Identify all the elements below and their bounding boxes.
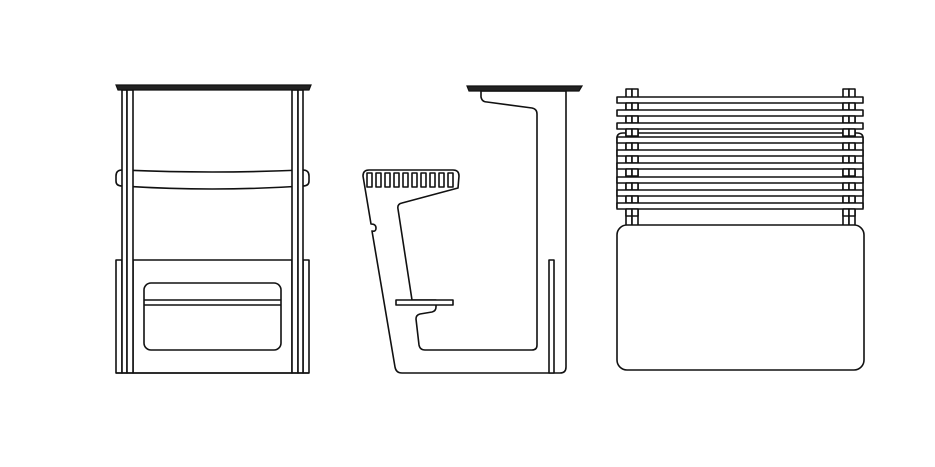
post-segment — [848, 155, 856, 164]
post-segment — [842, 128, 850, 137]
backrest-slat — [616, 176, 864, 184]
back-view — [616, 88, 865, 371]
seat-slot — [447, 172, 454, 188]
seat-slot — [393, 172, 400, 188]
backrest-slat — [616, 136, 864, 144]
side-support-bar — [548, 259, 555, 374]
post-segment — [625, 208, 633, 217]
post-segment — [625, 102, 633, 111]
post-segment — [631, 168, 639, 177]
post-segment — [842, 208, 850, 217]
post-segment — [848, 195, 856, 204]
post-segment — [631, 128, 639, 137]
post-segment — [848, 115, 856, 124]
side-footrest — [395, 299, 454, 306]
post-segment — [848, 182, 856, 191]
side-desktop — [466, 85, 584, 92]
post-segment — [631, 208, 639, 217]
post-segment — [631, 102, 639, 111]
post-segment — [631, 155, 639, 164]
post-segment — [625, 115, 633, 124]
side-view — [362, 85, 584, 374]
front-desktop — [115, 84, 312, 91]
seat-slot — [429, 172, 436, 188]
post-segment — [848, 102, 856, 111]
post-segment — [842, 195, 850, 204]
post-segment — [625, 195, 633, 204]
post-segment — [848, 208, 856, 217]
post-segment — [848, 142, 856, 151]
backrest-slat — [616, 122, 864, 130]
seat-slot — [366, 172, 373, 188]
post-segment — [625, 168, 633, 177]
post-segment — [631, 142, 639, 151]
post-segment — [842, 155, 850, 164]
seat-slot — [375, 172, 382, 188]
backrest-slat — [616, 96, 864, 104]
backrest-slat — [616, 109, 864, 117]
post-segment — [842, 182, 850, 191]
post-segment — [625, 155, 633, 164]
post-segment — [842, 115, 850, 124]
post-segment — [625, 128, 633, 137]
seat-slot — [420, 172, 427, 188]
backrest-slat — [616, 189, 864, 197]
seat-slot — [402, 172, 409, 188]
seat-slot — [384, 172, 391, 188]
post-segment — [631, 195, 639, 204]
front-footrest — [143, 282, 282, 351]
post-segment — [625, 182, 633, 191]
seat-slot — [411, 172, 418, 188]
backrest-slat — [616, 149, 864, 157]
post-segment — [842, 142, 850, 151]
post-segment — [842, 102, 850, 111]
back-seat-panel — [616, 224, 865, 371]
post-segment — [848, 168, 856, 177]
post-segment — [631, 115, 639, 124]
post-segment — [848, 128, 856, 137]
post-segment — [625, 142, 633, 151]
backrest-slat — [616, 202, 864, 210]
seat-slot — [438, 172, 445, 188]
back-slats — [616, 96, 864, 217]
front-backrest — [115, 169, 310, 190]
post-segment — [842, 168, 850, 177]
side-frame — [362, 90, 567, 374]
backrest-slat — [616, 162, 864, 170]
side-seat-slots — [366, 172, 454, 188]
back-backrest — [616, 132, 864, 208]
front-view — [115, 84, 312, 374]
post-segment — [631, 182, 639, 191]
